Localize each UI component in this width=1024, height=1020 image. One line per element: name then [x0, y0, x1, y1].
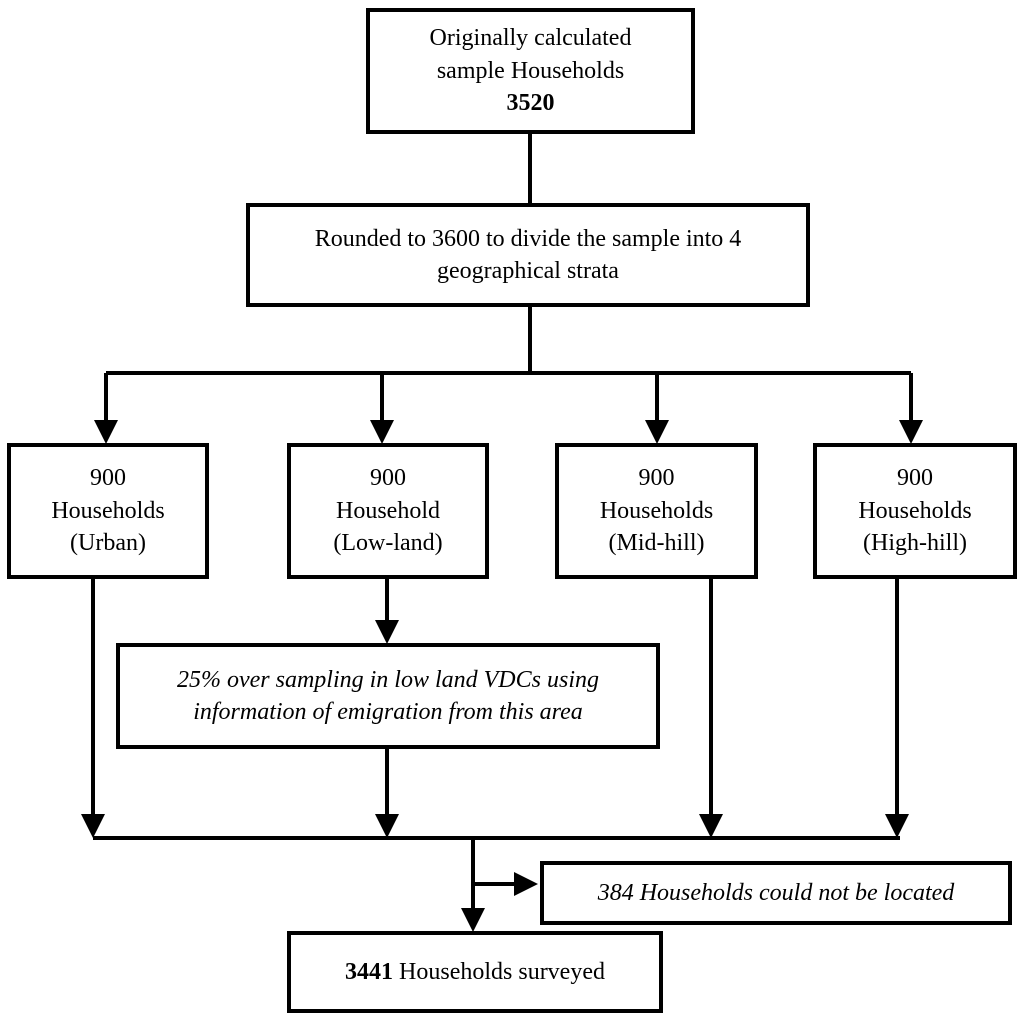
- stratum-highhill-box: 900 Households (High-hill): [813, 443, 1017, 579]
- not-located-box: 384 Households could not be located: [540, 861, 1012, 925]
- original-sample-box: Originally calculated sample Households …: [366, 8, 695, 134]
- stratum-region: (Low-land): [333, 530, 443, 557]
- final-surveyed-text: Households surveyed: [393, 958, 605, 985]
- stratum-count: 900: [897, 465, 933, 492]
- rounded-sample-line2: geographical strata: [437, 258, 619, 284]
- stratum-unit: Household: [336, 497, 440, 524]
- not-located-text: 384 Households could not be located: [597, 879, 955, 906]
- stratum-unit: Households: [51, 497, 165, 524]
- stratum-region: (Mid-hill): [608, 530, 705, 557]
- oversampling-line1: 25% over sampling in low land VDCs using: [176, 666, 599, 693]
- stratum-count: 900: [90, 465, 126, 492]
- stratum-unit: Households: [858, 497, 972, 524]
- rounded-sample-box: Rounded to 3600 to divide the sample int…: [246, 203, 810, 307]
- stratum-count: 900: [370, 465, 406, 492]
- original-sample-value: 3520: [506, 90, 555, 117]
- oversampling-box: 25% over sampling in low land VDCs using…: [116, 643, 660, 749]
- stratum-lowland-box: 900 Household (Low-land): [287, 443, 489, 579]
- stratum-region: (Urban): [70, 530, 146, 557]
- stratum-unit: Households: [599, 497, 714, 524]
- rounded-sample-line1: Rounded to 3600 to divide the sample int…: [314, 225, 742, 252]
- original-sample-line1: Originally calculated: [429, 25, 632, 52]
- stratum-urban-box: 900 Households (Urban): [7, 443, 209, 579]
- final-surveyed-box: 3441 Households surveyed: [287, 931, 663, 1013]
- final-surveyed-row: 3441 Households surveyed: [345, 956, 605, 988]
- oversampling-line2: information of emigration from this area: [193, 699, 583, 725]
- stratum-region: (High-hill): [863, 530, 967, 557]
- original-sample-line2: sample Households: [436, 57, 625, 84]
- stratum-count: 900: [638, 465, 675, 492]
- stratum-midhill-box: 900 Households (Mid-hill): [555, 443, 758, 579]
- final-surveyed-value: 3441: [345, 958, 394, 985]
